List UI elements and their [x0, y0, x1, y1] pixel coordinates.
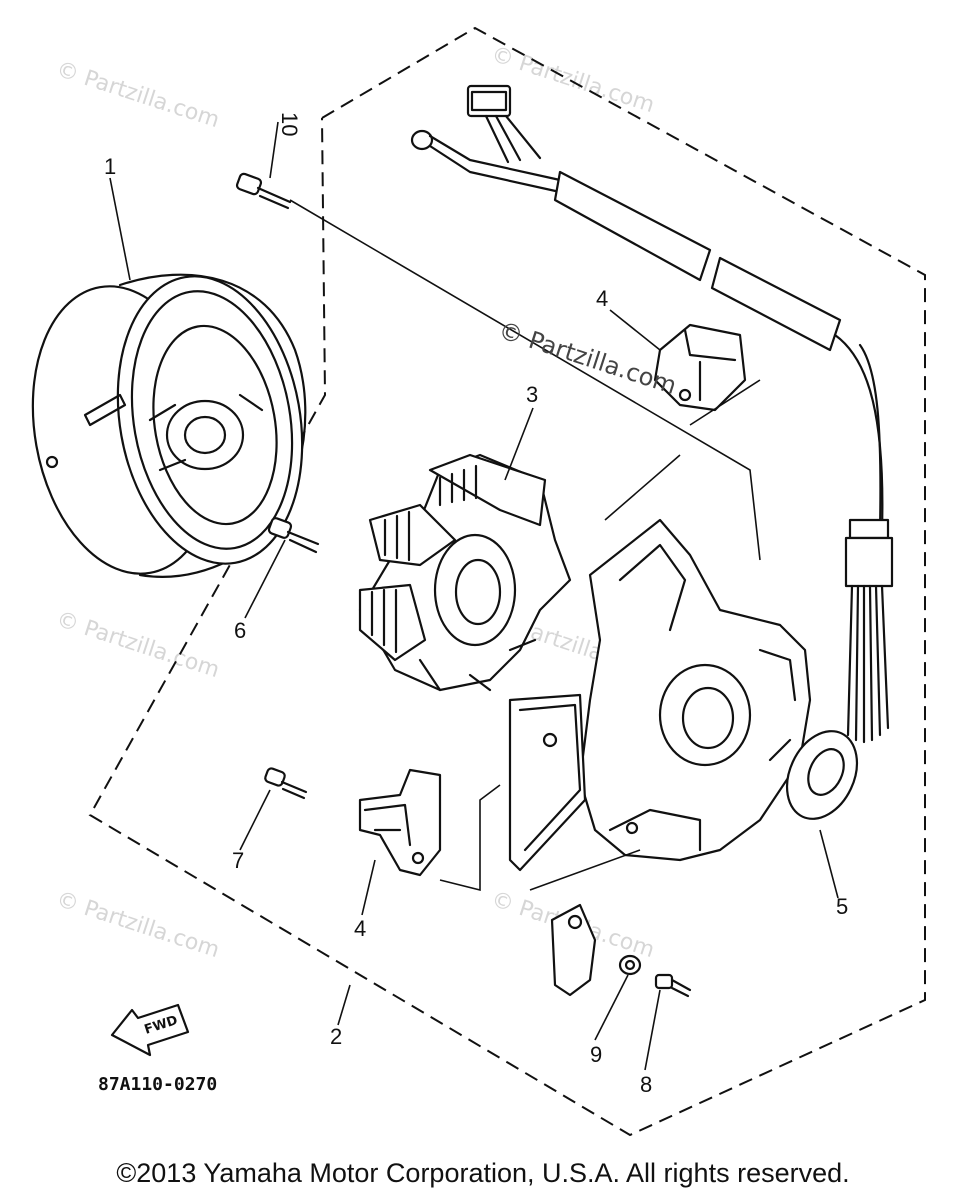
watermark-prominent: © Partzilla.com [495, 316, 680, 400]
callout-4-upper: 4 [596, 286, 608, 311]
cable-clamp [550, 903, 597, 997]
leader-lines [109, 121, 839, 1071]
callout-7: 7 [232, 848, 244, 873]
washer [618, 954, 642, 976]
diagram-code: 87A110-0270 [98, 1074, 217, 1095]
callout-4-lower: 4 [354, 916, 366, 941]
callout-10: 10 [277, 112, 302, 136]
watermark: © Partzilla.com [53, 57, 222, 133]
callout-1: 1 [104, 154, 116, 179]
pickup-coil-lower [358, 768, 442, 877]
callout-9: 9 [590, 1042, 602, 1067]
watermark: © Partzilla.com [53, 887, 222, 963]
flywheel-rotor [31, 273, 307, 578]
oil-seal [785, 730, 859, 820]
watermark: © Partzilla.com [53, 607, 222, 683]
stator-coil [358, 453, 572, 692]
copyright-notice: ©2013 Yamaha Motor Corporation, U.S.A. A… [116, 1158, 850, 1188]
screw-8 [654, 973, 692, 998]
callout-3: 3 [526, 382, 538, 407]
watermark: © Partzilla.com [488, 42, 657, 118]
callout-labels: 10 1 4 3 6 7 4 2 5 9 8 [104, 112, 848, 1097]
pickup-coil-upper [653, 323, 747, 412]
fwd-arrow-icon: FWD [110, 1003, 190, 1057]
callout-6: 6 [234, 618, 246, 643]
screw-7 [264, 767, 308, 800]
callout-5: 5 [836, 894, 848, 919]
screw-6 [267, 517, 320, 554]
callout-8: 8 [640, 1072, 652, 1097]
wire-harness [410, 84, 894, 744]
stator-base-plate [508, 518, 812, 872]
screw-10 [235, 172, 292, 210]
callout-2: 2 [330, 1024, 342, 1049]
